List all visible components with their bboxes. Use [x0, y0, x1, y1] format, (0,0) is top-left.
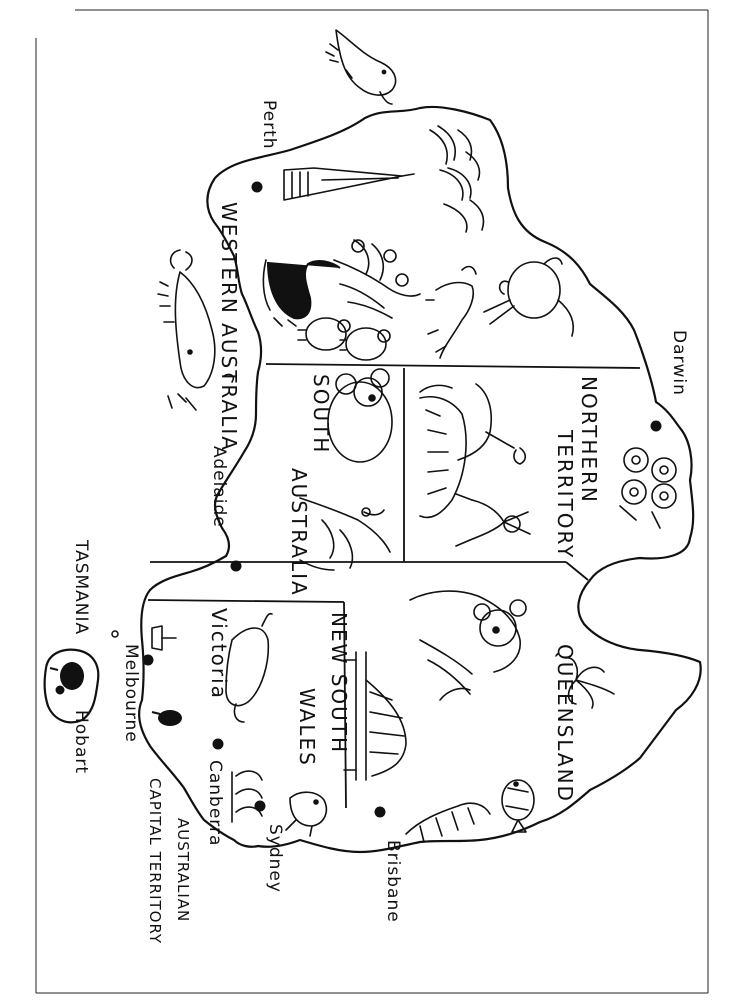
city-dots: [55, 181, 662, 818]
label-act-2: CAPITAL TERRITORY: [146, 778, 164, 944]
adelaide-dot: [230, 560, 242, 572]
label-hobart: Hobart: [71, 710, 91, 774]
brisbane-dot: [374, 806, 386, 818]
emu-icon: [483, 257, 574, 337]
tasmanian-devil-icon: [49, 662, 84, 690]
hobart-dot: [55, 685, 65, 695]
label-melbourne: Melbourne: [121, 644, 141, 743]
melbourne-tower-icon: [151, 625, 177, 651]
koala-icon: [327, 368, 393, 463]
harbour-bridge-icon: [343, 651, 407, 781]
flowers-icon: [619, 447, 677, 529]
sydney-dot: [254, 800, 266, 812]
aboriginal-dancer-icon: [455, 493, 531, 547]
label-brisbane: Brisbane: [383, 840, 403, 923]
city-labels: Perth Darwin Adelaide Melbourne Hobart C…: [71, 100, 689, 923]
sheep-icon: [297, 317, 391, 361]
penguin-icon: [151, 710, 182, 726]
state-labels: WESTERN AUSTRALIA NORTHERN TERRITORY SOU…: [71, 202, 601, 944]
lizard-on-branch-icon: [299, 497, 391, 571]
label-perth: Perth: [259, 100, 279, 150]
label-vic: Victoria: [207, 608, 231, 700]
melbourne-ring: [111, 630, 119, 638]
canberra-dot: [212, 738, 224, 750]
label-nsw-2: WALES: [295, 688, 319, 767]
dolphin-icon: [325, 29, 397, 105]
kookaburra-icon: [285, 791, 328, 837]
flowering-plant-icon: [333, 239, 421, 319]
kangaroo-icon: [457, 383, 527, 465]
label-nt-2: TERRITORY: [553, 429, 577, 559]
state-borders: [147, 363, 641, 809]
label-canberra: Canberra: [205, 760, 225, 846]
palm-tree-icon: [565, 657, 615, 709]
melbourne-dot: [142, 654, 154, 666]
dingo-icon: [425, 265, 477, 359]
label-tas: TASMANIA: [71, 539, 91, 635]
uluru-icon: [419, 384, 467, 519]
label-adelaide: Adelaide: [209, 446, 229, 528]
label-nt-1: NORTHERN: [577, 376, 601, 504]
black-swan-icon: [262, 259, 341, 327]
clownfish-icon: [501, 779, 535, 833]
darwin-dot: [650, 420, 662, 432]
koala-on-tree-icon: [409, 590, 527, 701]
label-nsw-1: NEW SOUTH: [327, 612, 351, 754]
label-wa: WESTERN AUSTRALIA: [217, 202, 241, 452]
label-sa-2: AUSTRALIA: [287, 468, 311, 597]
lighthouse-icon: [283, 167, 415, 201]
label-darwin: Darwin: [669, 330, 689, 396]
perth-dot: [251, 181, 263, 193]
opera-house-icon: [231, 770, 263, 823]
wave-rocks-icon: [429, 125, 485, 233]
coral-icon: [405, 802, 491, 843]
label-sa-1: SOUTH: [309, 374, 333, 454]
label-sydney: Sydney: [265, 824, 285, 893]
label-qld: QUEENSLAND: [553, 644, 577, 803]
whale-icon: [157, 249, 235, 411]
platypus-icon: [225, 612, 273, 723]
label-act-1: AUSTRALIAN: [174, 818, 192, 922]
